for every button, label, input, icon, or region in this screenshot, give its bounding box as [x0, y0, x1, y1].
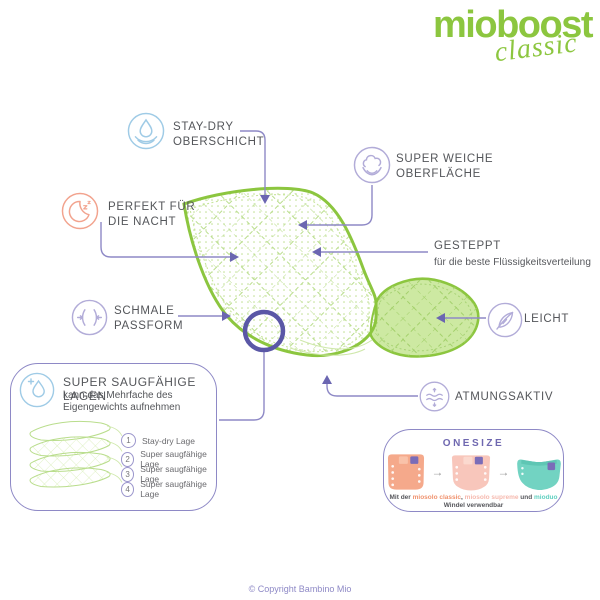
soft-surface-icon [353, 146, 391, 184]
layer-stack-illustration [29, 420, 123, 488]
layer-label: Super saugfähige Lage [140, 464, 207, 484]
copyright-notice: © Copyright Bambino Mio [248, 584, 352, 594]
connector-weiche [304, 185, 373, 226]
connector-atmungsaktiv [326, 381, 418, 397]
callout-schmale: SCHMALE PASSFORM [114, 304, 183, 334]
feather-icon [487, 302, 523, 338]
diaper-miosolo-supreme-illustration [451, 455, 490, 491]
callout-schmale-line2: PASSFORM [114, 319, 184, 332]
layer-sheet-1 [29, 420, 123, 441]
onesize-caption: Mit der miosolo classic, miosolo supreme… [384, 494, 563, 501]
connector-stay-dry [240, 130, 266, 196]
layer-list-item: 3 Super saugfähige Lage [121, 464, 216, 484]
breathable-icon [419, 381, 450, 412]
brand-name: mioboost [433, 4, 593, 46]
callout-stay-dry-line2: OBERSCHICHT [173, 135, 265, 148]
layer-list-item: 4 Super saugfähige Lage [121, 479, 216, 499]
arrow-down-icon [260, 195, 270, 204]
diaper-miosolo-classic-illustration [387, 454, 424, 490]
narrow-fit-icon [71, 299, 108, 336]
layer-label: Stay-dry Lage [142, 435, 195, 446]
callout-stay-dry-line1: STAY-DRY [173, 121, 234, 133]
layer-sheet-2 [29, 436, 123, 457]
caption-sep2: und [518, 494, 535, 501]
callout-leicht: LEICHT [524, 313, 570, 325]
callout-weiche-line2: OBERFLÄCHE [396, 167, 481, 180]
caption-miosolo-classic: miosolo classic [412, 494, 462, 501]
layers-panel-title: SUPER SAUGFÄHIGE LAGEN [63, 375, 196, 403]
callout-stay-dry: STAY-DRY OBERSCHICHT [173, 120, 264, 150]
callout-gesteppt-sub: für die beste Flüssigkeitsverteilung [434, 256, 592, 268]
diaper-mioduo-illustration [516, 459, 561, 490]
absorbent-layers-panel: SUPER SAUGFÄHIGE LAGEN kann das Mehrfach… [10, 363, 217, 511]
callout-schmale-line1: SCHMALE [114, 305, 175, 317]
layer-label: Super saugfähige Lage [140, 449, 207, 469]
brand-logo: mioboost classic [433, 4, 593, 68]
layer-number-badge: 2 [121, 451, 135, 467]
water-drop-icon [127, 112, 165, 150]
onesize-title: ONESIZE [442, 438, 505, 449]
arrow-left-icon [436, 313, 445, 323]
callout-weiche-line1: SUPER WEICHE [396, 153, 494, 165]
connector-layers-box [219, 352, 265, 421]
layer-sheet-4 [29, 467, 123, 488]
callout-perfekt: PERFEKT FÜR DIE NACHT [108, 200, 195, 230]
layer-sheet-3 [29, 451, 123, 472]
callout-gesteppt-label: GESTEPPT [434, 240, 501, 252]
moon-icon [61, 192, 99, 230]
arrow-right-icon [230, 252, 239, 262]
layer-label: Super saugfähige Lage [140, 479, 207, 499]
pad-top-surface [182, 186, 378, 358]
arrow-left-icon [312, 247, 321, 257]
arrow-right-icon: → [431, 465, 444, 479]
caption-mioduo: mioduo [534, 494, 558, 501]
absorbent-drop-icon [19, 372, 55, 408]
callout-weiche: SUPER WEICHE OBERFLÄCHE [396, 152, 493, 182]
diapers-row: → → [384, 452, 563, 492]
pad-underside-flap [367, 277, 480, 358]
onesize-caption-line2: Windel verwendbar [443, 502, 504, 509]
layer-number-badge: 3 [121, 466, 135, 482]
layer-list-item: 1 Stay-dry Lage [121, 433, 195, 448]
arrow-right-icon [222, 311, 231, 321]
layer-number-badge: 1 [121, 433, 136, 448]
highlight-circle [242, 309, 286, 353]
callout-perfekt-line2: DIE NACHT [108, 215, 177, 228]
caption-prefix: Mit der [389, 494, 413, 501]
caption-sep1: , [461, 494, 465, 501]
layers-panel-subtitle: kann das Mehrfache des Eigengewichts auf… [63, 390, 181, 414]
caption-miosolo-supreme: miosolo supreme [464, 494, 519, 501]
arrow-up-icon [322, 375, 332, 384]
layer-list-item: 2 Super saugfähige Lage [121, 449, 216, 469]
arrow-left-icon [298, 220, 307, 230]
callout-atmungsaktiv: ATMUNGSAKTIV [455, 391, 554, 403]
arrow-right-icon: → [497, 465, 510, 479]
callout-perfekt-line1: PERFEKT FÜR [108, 201, 196, 213]
layer-number-badge: 4 [121, 481, 135, 497]
callout-gesteppt: GESTEPPT für die beste Flüssigkeitsverte… [434, 239, 591, 269]
onesize-panel: ONESIZE → [383, 429, 564, 512]
connector-perfekt [100, 222, 232, 258]
